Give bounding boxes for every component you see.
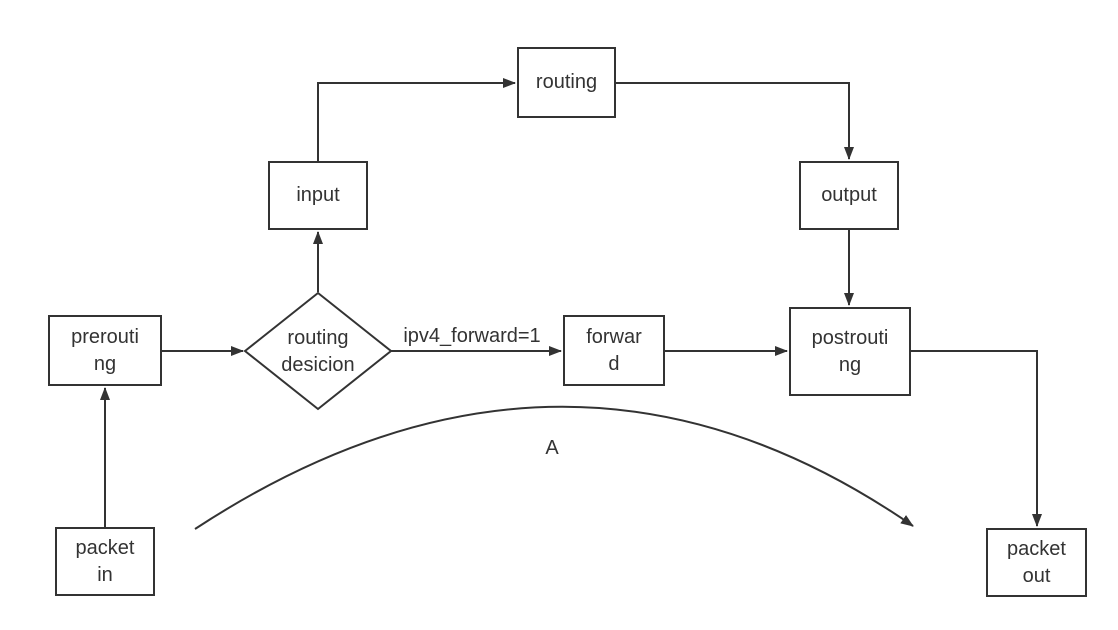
edge-label-ipv4-forward: ipv4_forward=1: [403, 325, 541, 347]
edge-label-a: A: [545, 436, 559, 459]
node-routing-label: routing: [535, 71, 598, 93]
node-prerouting: prerouti ng: [48, 315, 162, 386]
node-routing: routing: [517, 47, 616, 118]
node-packet-in: packet in: [55, 527, 155, 596]
edge-postrouting-to-packet-out: [911, 350, 1042, 527]
node-forward: forwar d: [563, 315, 665, 386]
node-output: output: [799, 161, 899, 230]
node-packet-in-label: packet in: [75, 536, 135, 586]
node-routing-decision-label: routing desicion: [281, 327, 355, 376]
node-postrouting-label: postrouti ng: [811, 326, 889, 376]
node-output-label: output: [821, 184, 877, 206]
node-input: input: [268, 161, 368, 230]
node-packet-out: packet out: [986, 528, 1087, 597]
node-packet-out-label: packet out: [1007, 537, 1066, 587]
edge-routing-to-output: [616, 82, 854, 160]
node-routing-decision-shape: [243, 291, 393, 411]
node-postrouting: postrouti ng: [789, 307, 911, 396]
node-prerouting-label: prerouti ng: [71, 325, 139, 375]
edge-input-to-routing: [317, 78, 516, 161]
node-input-label: input: [296, 184, 340, 206]
node-forward-label: forwar d: [586, 325, 642, 375]
edge-curved-bypass: [194, 405, 914, 530]
